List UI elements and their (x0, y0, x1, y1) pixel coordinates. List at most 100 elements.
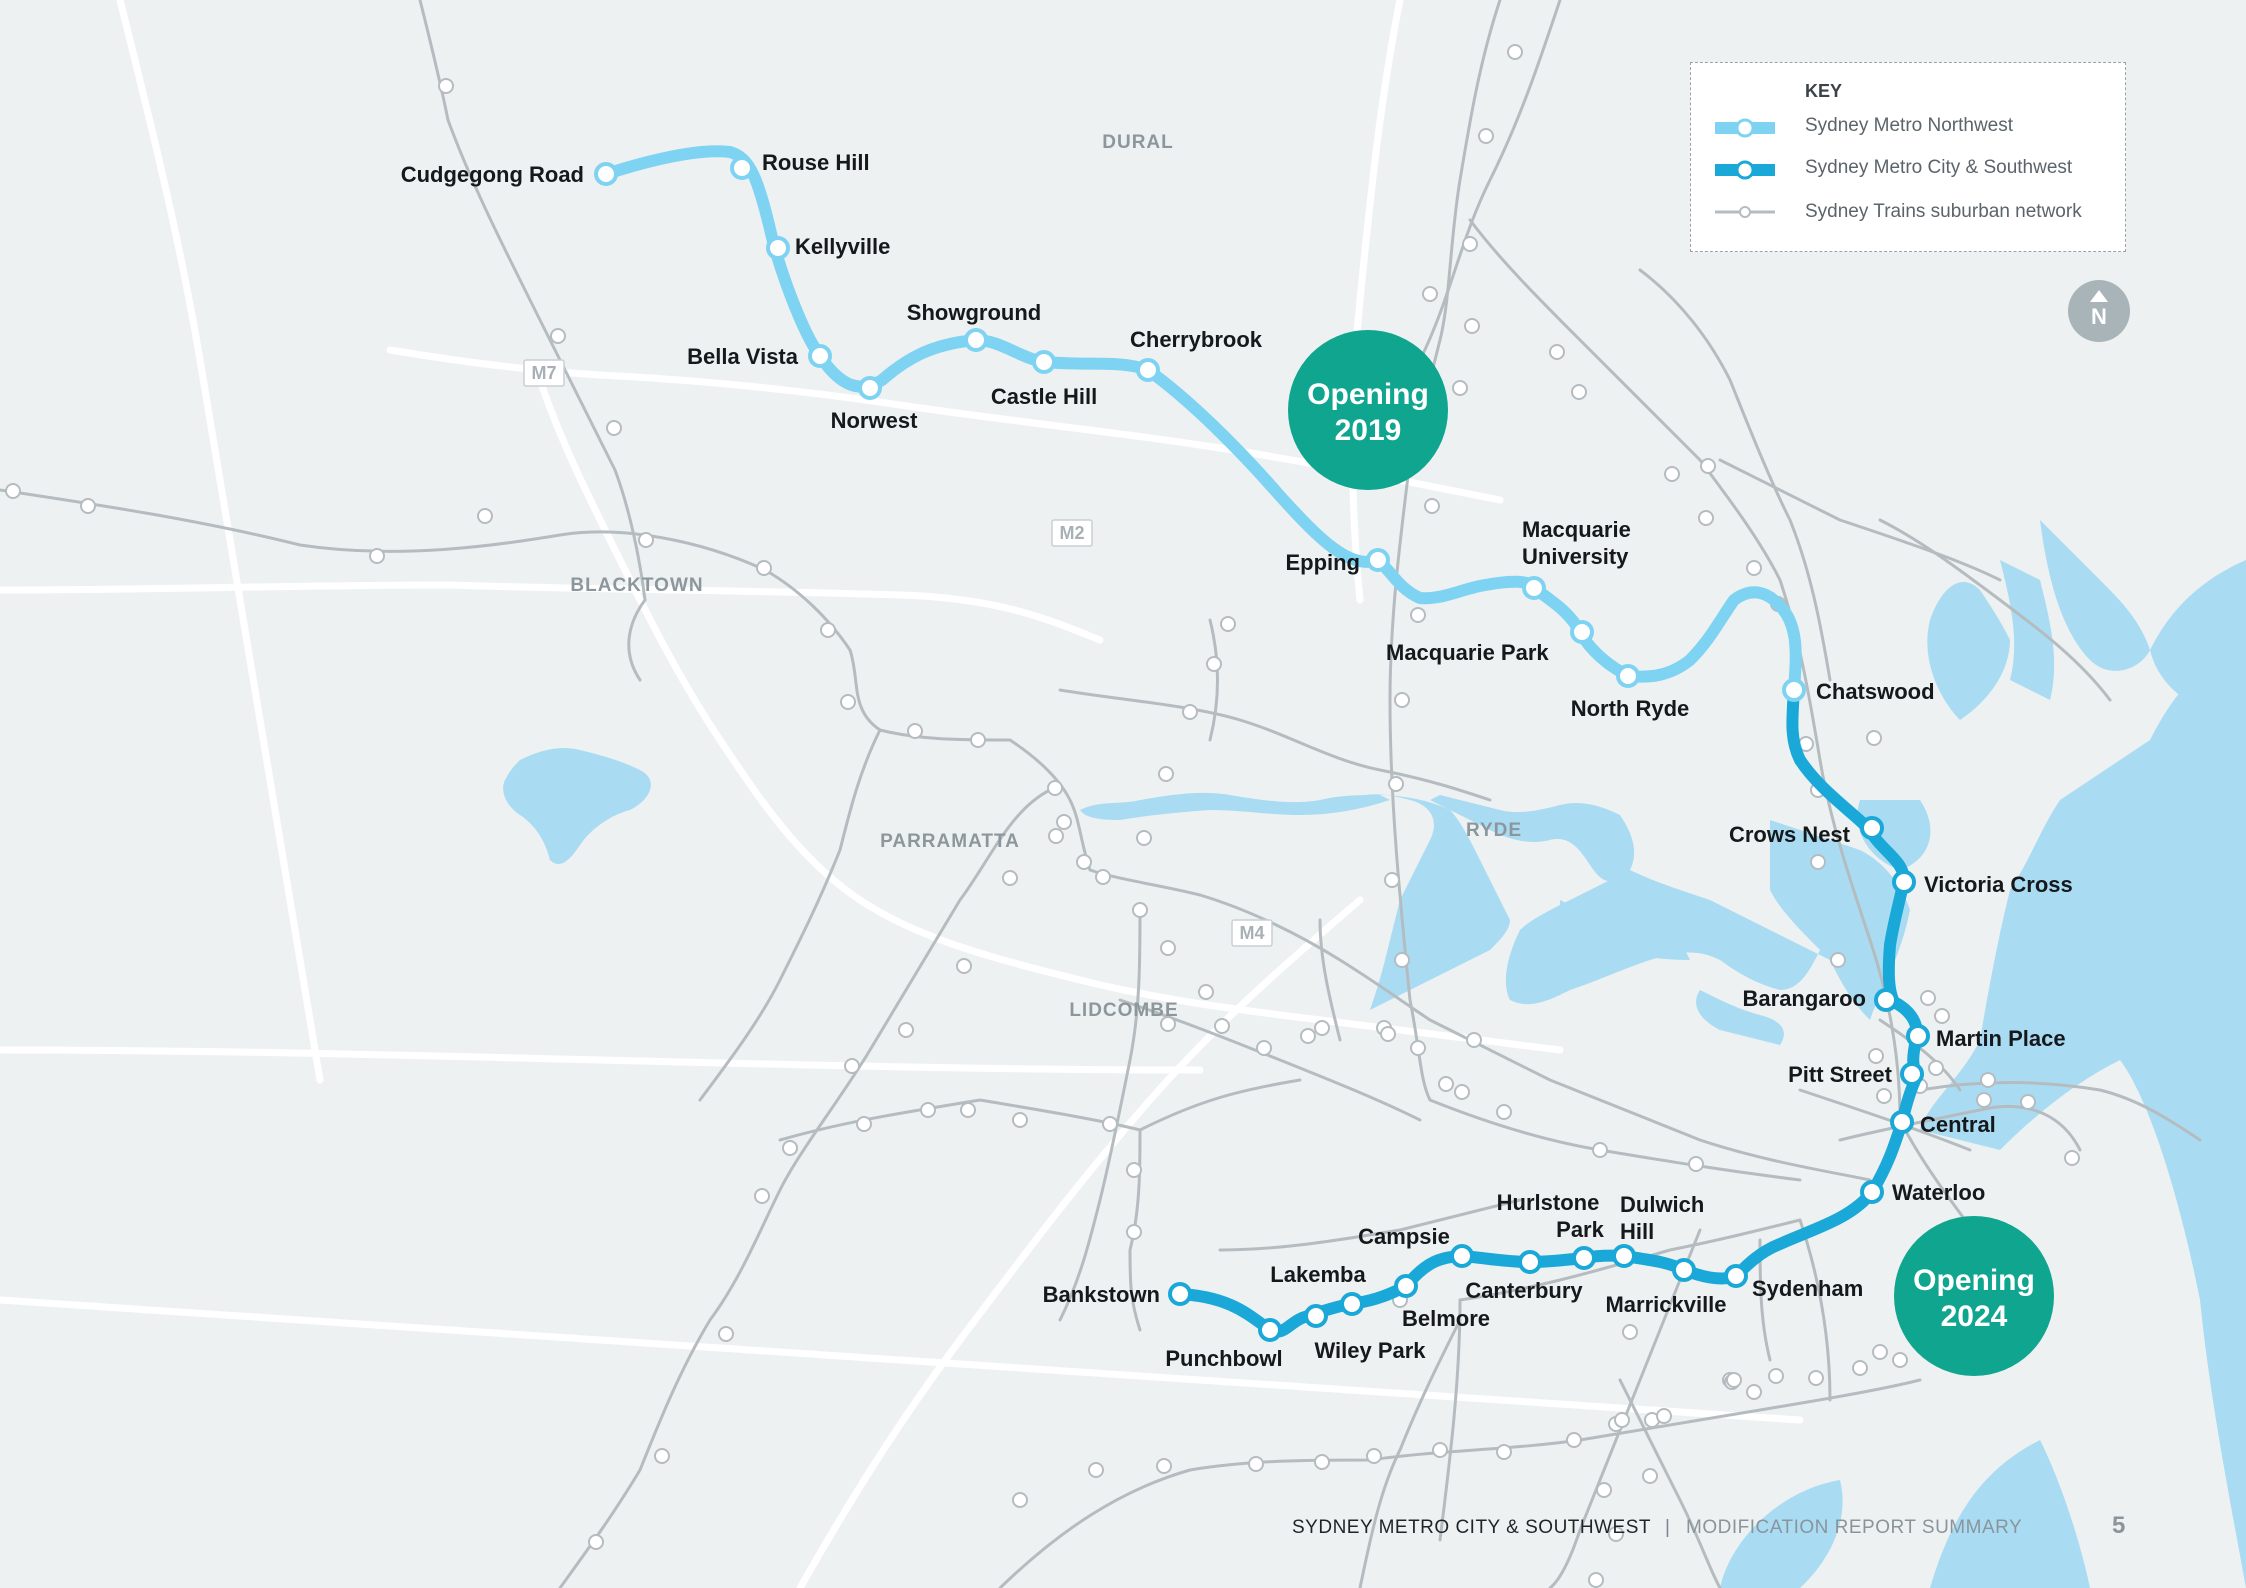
region-label-dural: DURAL (1102, 132, 1174, 153)
region-label-parramatta: PARRAMATTA (880, 831, 1020, 852)
station-punchbowl (1258, 1318, 1282, 1342)
region-label-lidcombe: LIDCOMBE (1069, 1000, 1178, 1021)
label-kellyville: Kellyville (795, 234, 890, 259)
svg-text:Opening: Opening (1913, 1264, 2035, 1297)
label-epping: Epping (1285, 550, 1360, 575)
station-norwest (858, 376, 882, 400)
station-marrickville (1672, 1258, 1696, 1282)
label-macquarie-university-2: University (1522, 544, 1629, 569)
station-canterbury (1518, 1250, 1542, 1274)
region-labels: DURAL BLACKTOWN PARRAMATTA RYDE LIDCOMBE (570, 132, 1522, 1021)
label-macquarie-park: Macquarie Park (1386, 640, 1549, 665)
compass-icon (2090, 290, 2108, 302)
key-label-northwest: Sydney Metro Northwest (1805, 115, 2014, 136)
station-castle-hill (1032, 350, 1056, 374)
svg-text:2024: 2024 (1941, 1300, 2008, 1333)
label-pitt-street: Pitt Street (1788, 1062, 1893, 1087)
label-hurlstone-park-2: Park (1556, 1217, 1604, 1242)
key-swatch-suburban (1715, 206, 1775, 218)
region-label-ryde: RYDE (1466, 820, 1522, 841)
water-bodies (503, 520, 2246, 1588)
label-north-ryde: North Ryde (1571, 696, 1690, 721)
station-cherrybrook (1136, 358, 1160, 382)
label-belmore: Belmore (1402, 1306, 1490, 1331)
station-labels: Cudgegong Road Rouse Hill Kellyville Bel… (401, 150, 2073, 1371)
station-lakemba (1340, 1292, 1364, 1316)
station-cudgegong-road (594, 162, 618, 186)
station-dulwich-hill (1612, 1244, 1636, 1268)
label-showground: Showground (907, 300, 1041, 325)
footer-subtitle: MODIFICATION REPORT SUMMARY (1686, 1517, 2023, 1538)
label-marrickville: Marrickville (1605, 1292, 1726, 1317)
label-norwest: Norwest (831, 408, 918, 433)
label-chatswood: Chatswood (1816, 679, 1935, 704)
road-label-m7: M7 (531, 363, 556, 383)
footer-title: SYDNEY METRO CITY & SOUTHWEST (1292, 1517, 1652, 1538)
suburban-rail-stations (5, 44, 2080, 1588)
station-rouse-hill (730, 156, 754, 180)
label-canterbury: Canterbury (1465, 1278, 1583, 1303)
label-lakemba: Lakemba (1270, 1262, 1366, 1287)
label-sydenham: Sydenham (1752, 1276, 1863, 1301)
label-bella-vista: Bella Vista (687, 344, 799, 369)
label-dulwich-hill-2: Hill (1620, 1219, 1654, 1244)
label-hurlstone-park-1: Hurlstone (1497, 1190, 1600, 1215)
road-label-m2: M2 (1059, 523, 1084, 543)
roads (0, 0, 1804, 1588)
region-label-blacktown: BLACKTOWN (570, 575, 703, 596)
svg-text:Opening: Opening (1307, 378, 1429, 411)
badge-opening-2024: Opening 2024 (1894, 1216, 2054, 1376)
station-crows-nest (1860, 816, 1884, 840)
station-pitt-street (1900, 1062, 1924, 1086)
key-swatch-northwest (1715, 118, 1775, 138)
label-wiley-park: Wiley Park (1314, 1338, 1426, 1363)
north-label: N (2091, 304, 2107, 329)
label-cherrybrook: Cherrybrook (1130, 327, 1263, 352)
road-shields: M7 M2 M4 (523, 359, 1273, 947)
station-showground (964, 328, 988, 352)
station-hurlstone-park (1572, 1246, 1596, 1270)
label-castle-hill: Castle Hill (991, 384, 1097, 409)
station-north-ryde (1616, 664, 1640, 688)
footer-separator: | (1665, 1517, 1671, 1538)
station-wiley-park (1304, 1304, 1328, 1328)
label-dulwich-hill-1: Dulwich (1620, 1192, 1704, 1217)
station-waterloo (1860, 1180, 1884, 1204)
station-belmore (1394, 1274, 1418, 1298)
key-label-southwest: Sydney Metro City & Southwest (1805, 157, 2073, 178)
label-barangaroo: Barangaroo (1743, 986, 1866, 1011)
label-cudgegong-road: Cudgegong Road (401, 162, 584, 187)
metro-stations (594, 156, 1930, 1342)
station-victoria-cross (1892, 870, 1916, 894)
station-macquarie-park (1570, 620, 1594, 644)
station-bankstown (1168, 1282, 1192, 1306)
road-label-m4: M4 (1239, 923, 1264, 943)
key-label-suburban: Sydney Trains suburban network (1805, 201, 2082, 222)
station-campsie (1450, 1244, 1474, 1268)
label-punchbowl: Punchbowl (1165, 1346, 1282, 1371)
station-epping (1366, 548, 1390, 572)
station-macquarie-university (1522, 576, 1546, 600)
station-martin-place (1906, 1024, 1930, 1048)
page-number: 5 (2112, 1512, 2126, 1539)
station-barangaroo (1874, 988, 1898, 1012)
label-macquarie-university-1: Macquarie (1522, 517, 1631, 542)
label-crows-nest: Crows Nest (1729, 822, 1851, 847)
label-victoria-cross: Victoria Cross (1924, 872, 2073, 897)
station-sydenham (1724, 1264, 1748, 1288)
badge-opening-2019: Opening 2019 (1288, 330, 1448, 490)
svg-text:2019: 2019 (1335, 414, 1402, 447)
map-key: KEY Sydney Metro Northwest Sydney Metro … (1690, 62, 2126, 252)
key-swatch-southwest (1715, 160, 1775, 180)
label-central: Central (1920, 1112, 1996, 1137)
station-bella-vista (808, 344, 832, 368)
label-martin-place: Martin Place (1936, 1026, 2066, 1051)
label-waterloo: Waterloo (1892, 1180, 1985, 1205)
station-chatswood (1782, 678, 1806, 702)
key-title: KEY (1805, 81, 1843, 101)
station-kellyville (766, 236, 790, 260)
label-bankstown: Bankstown (1043, 1282, 1160, 1307)
label-rouse-hill: Rouse Hill (762, 150, 870, 175)
label-campsie: Campsie (1358, 1224, 1450, 1249)
